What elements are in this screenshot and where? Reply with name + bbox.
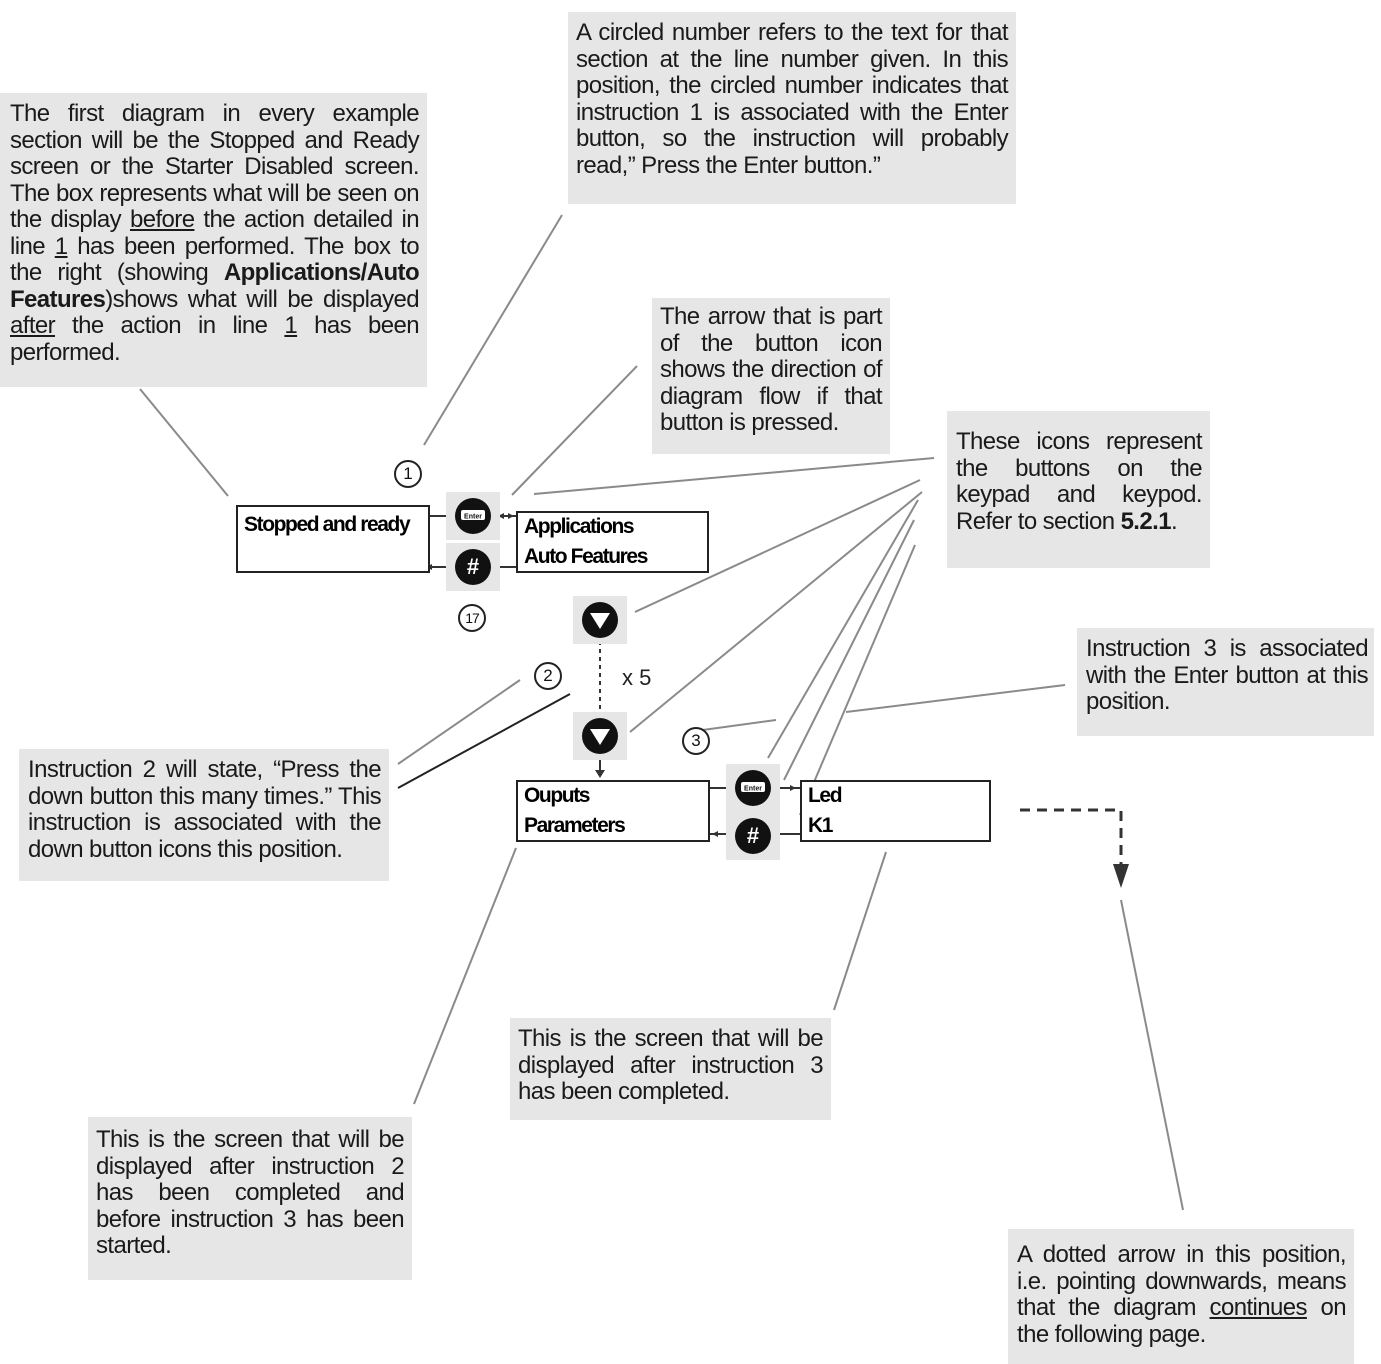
hash-button-icon: # (446, 543, 500, 591)
note-circled-number: A circled number refers to the text for … (568, 12, 1016, 204)
note-dotted-arrow: A dotted arrow in this position, i.e. po… (1008, 1229, 1354, 1364)
enter-icon-label: Enter (464, 514, 482, 521)
down-arrow-icon (582, 718, 618, 754)
note-screen-after-2: This is the screen that will be displaye… (88, 1117, 412, 1280)
down-arrow-icon (582, 602, 618, 638)
down-button-icon (573, 596, 627, 644)
step-marker-1: 1 (394, 460, 422, 488)
down-button-icon (573, 712, 627, 760)
enter-button-icon: Enter (446, 492, 500, 540)
screen-stopped-and-ready: Stopped and ready (236, 505, 430, 573)
hash-icon: # (735, 818, 771, 854)
enter-icon: Enter (455, 498, 491, 534)
note-screen-after-3: This is the screen that will be displaye… (510, 1018, 831, 1120)
note-instruction-2: Instruction 2 will state, “Press the dow… (19, 749, 389, 881)
step-marker-3: 3 (682, 727, 710, 755)
note-icons: These icons represent the buttons on the… (947, 411, 1210, 568)
screen-line-1: Stopped and ready (244, 513, 411, 536)
enter-icon-label: Enter (744, 786, 762, 793)
repeat-count: x 5 (622, 665, 652, 690)
screen-line-1: Ouputs (524, 784, 590, 807)
note-arrow-icon: The arrow that is part of the button ico… (652, 298, 890, 454)
step-marker-2: 2 (534, 662, 562, 690)
step-marker-17: 17 (458, 604, 486, 632)
screen-outputs: Ouputs Parameters (516, 780, 710, 842)
hash-icon: # (455, 549, 491, 585)
hash-button-icon: # (726, 812, 780, 860)
screen-applications: Applications Auto Features (516, 511, 709, 573)
screen-line-1: Led (808, 784, 843, 807)
screen-led: Led K1 (800, 780, 991, 842)
note-instruction-3: Instruction 3 is associated with the Ent… (1077, 628, 1374, 736)
screen-line-2: Parameters (524, 814, 626, 837)
note-first-diagram: The first diagram in every example secti… (0, 93, 427, 387)
enter-button-icon: Enter (726, 764, 780, 812)
enter-icon: Enter (735, 770, 771, 806)
screen-line-1: Applications (524, 515, 635, 538)
screen-line-2: Auto Features (524, 545, 648, 568)
screen-line-2: K1 (808, 814, 833, 837)
